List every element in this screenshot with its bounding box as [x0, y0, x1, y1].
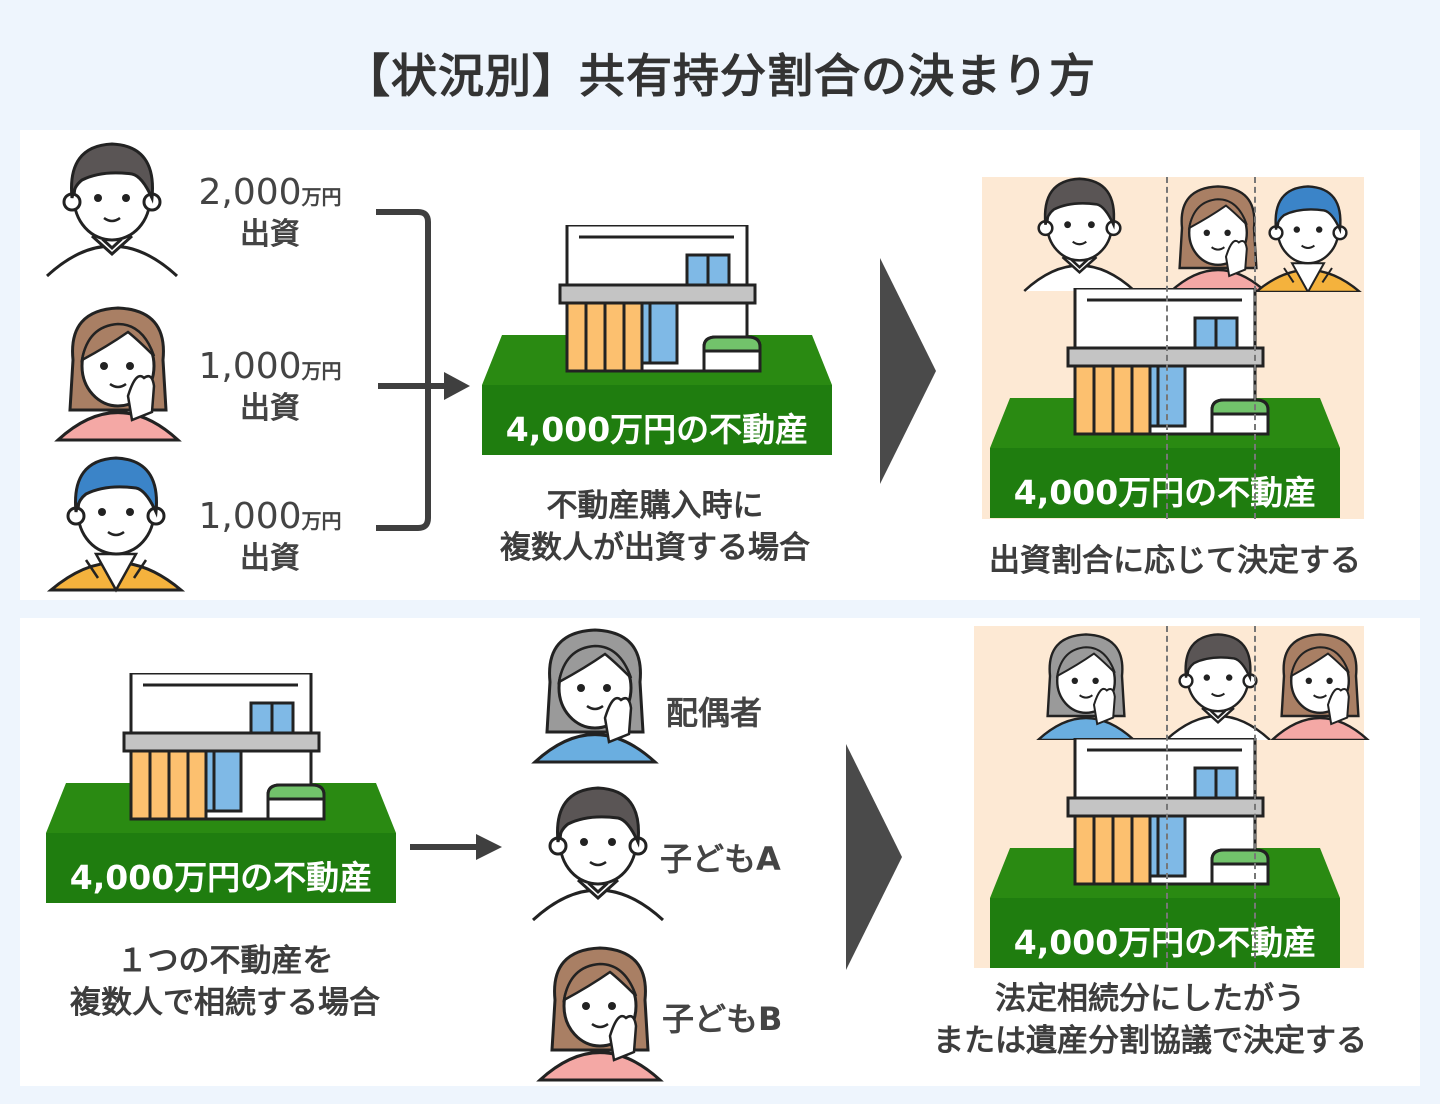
heir-spouse-avatar	[533, 628, 657, 764]
investor-3-amount: 1,000万円 出資	[198, 496, 342, 576]
owner-2-avatar	[1168, 185, 1262, 292]
purchase-caption: 不動産購入時に 複数人が出資する場合	[500, 488, 810, 566]
result-caption: 法定相続分にしたがう または遺産分割協議で決定する	[933, 981, 1367, 1059]
property-label: 4,000万円の不動産	[505, 410, 809, 449]
page-title: 【状況別】共有持分割合の決まり方	[344, 49, 1096, 103]
heir-child-b-label: 子どもB	[662, 1000, 783, 1038]
heir-child-b-avatar	[538, 946, 662, 1082]
chevron-right-icon	[880, 258, 936, 484]
share-divider	[1166, 177, 1168, 519]
inheritance-caption: １つの不動産を 複数人で相続する場合	[70, 943, 380, 1021]
property-label: 4,000万円の不動産	[69, 858, 373, 897]
chevron-right-icon	[846, 744, 902, 970]
merge-bracket-arrow	[376, 209, 470, 531]
owner-1-avatar	[1022, 177, 1137, 292]
investor-2-amount: 1,000万円 出資	[198, 346, 342, 426]
result-property-label: 4,000万円の不動産	[1013, 473, 1317, 512]
scenario-purchase-panel: 2,000万円 出資 1,000万円 出資 1,000万円 出資 4,000万円…	[20, 130, 1420, 600]
investor-1-avatar	[45, 142, 179, 278]
result-property-label: 4,000万円の不動産	[1013, 923, 1317, 962]
share-divider	[1254, 177, 1256, 519]
result-caption: 出資割合に応じて決定する	[989, 543, 1361, 579]
investor-1-amount: 2,000万円 出資	[198, 172, 342, 252]
owner-child-b-avatar	[1270, 633, 1370, 740]
heir-spouse-label: 配偶者	[666, 694, 763, 732]
arrow-right-icon	[410, 834, 502, 860]
heir-child-a-avatar	[531, 786, 665, 922]
heir-child-a-label: 子どもA	[660, 840, 781, 878]
owner-3-avatar	[1254, 185, 1362, 292]
scenario-inheritance-panel: 4,000万円の不動産 １つの不動産を 複数人で相続する場合 配偶者 子どもA …	[20, 618, 1420, 1086]
share-divider	[1254, 626, 1256, 968]
share-divider	[1166, 626, 1168, 968]
owner-spouse-avatar	[1036, 633, 1136, 740]
